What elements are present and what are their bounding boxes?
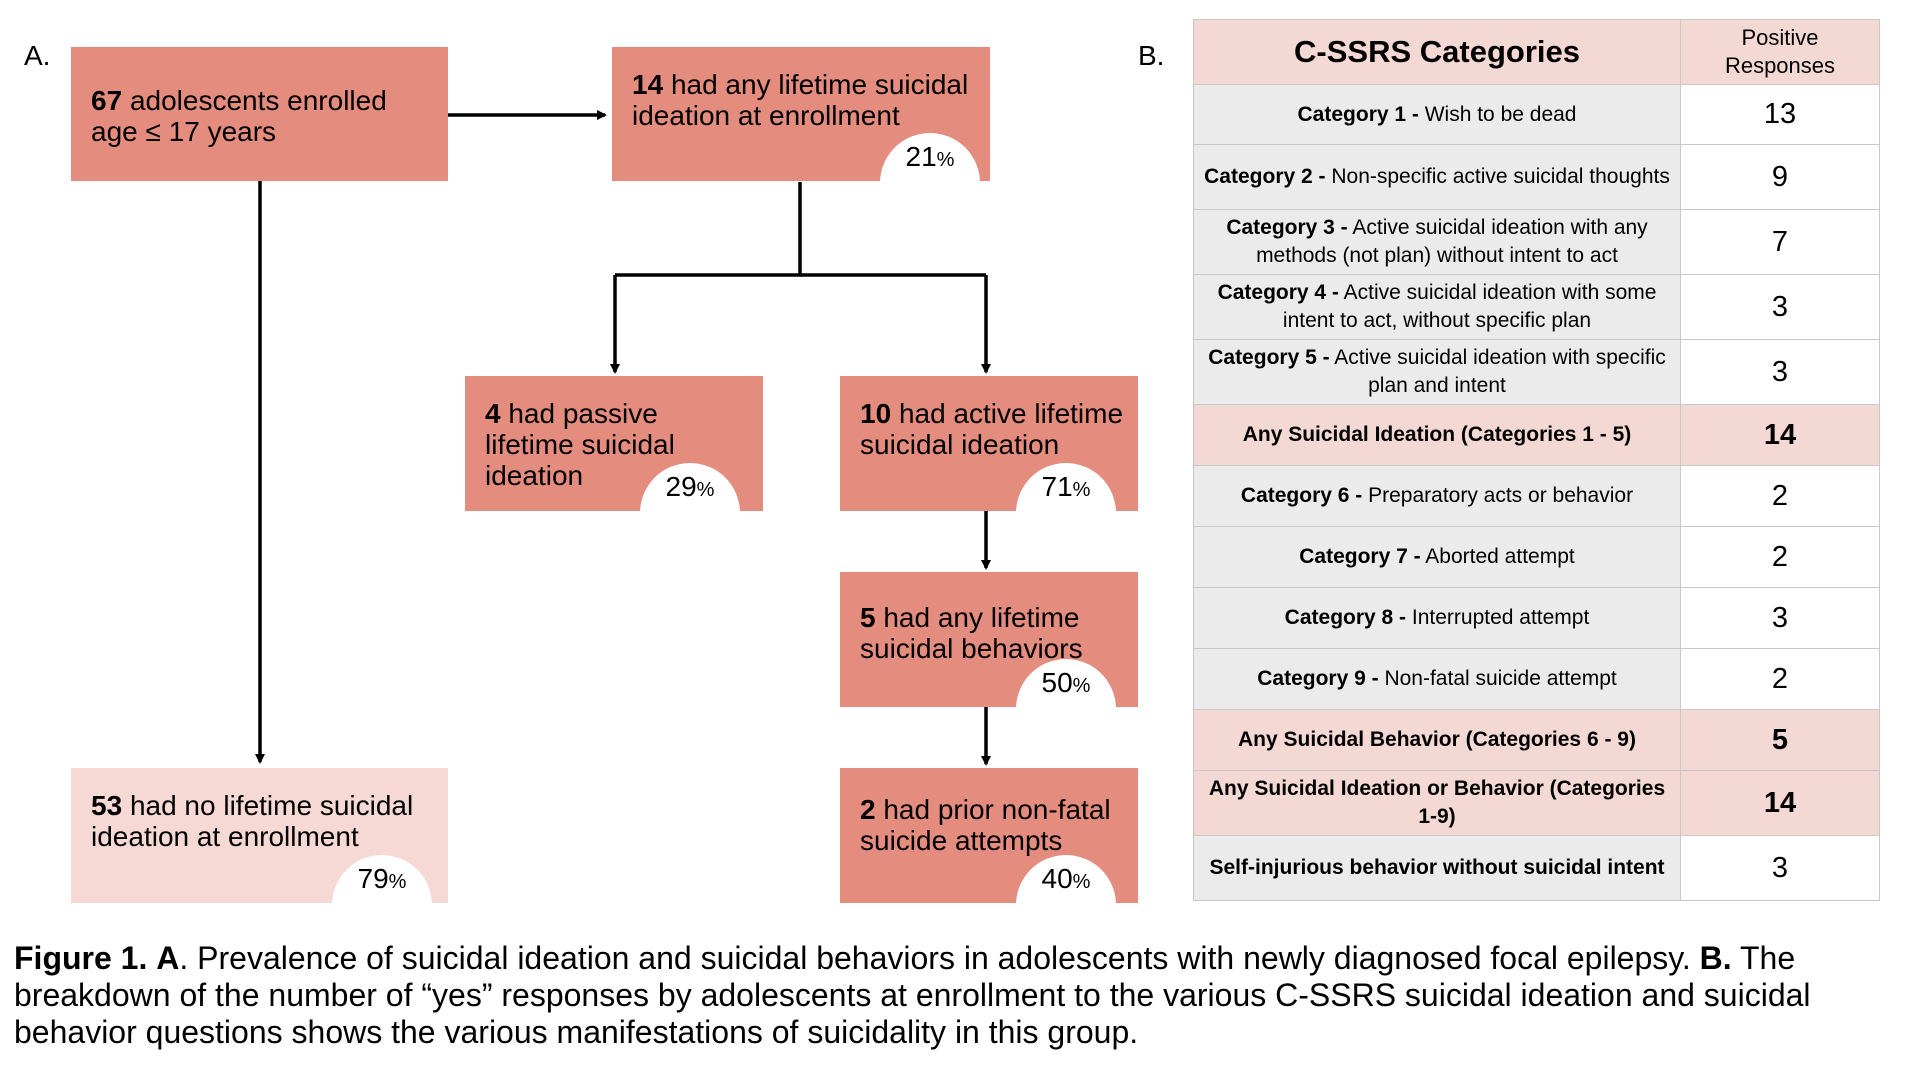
category-cell: Category 2 - Non-specific active suicida… <box>1193 144 1681 210</box>
response-count-cell: 3 <box>1680 587 1880 649</box>
table-row: Category 2 - Non-specific active suicida… <box>1193 144 1880 210</box>
table-header-row: C-SSRS Categories Positive Responses <box>1193 19 1880 85</box>
percent-badge: 50% <box>1016 659 1116 707</box>
response-count-cell: 2 <box>1680 465 1880 527</box>
box-enrolled: 67 adolescents enrolled age ≤ 17 years <box>71 47 448 181</box>
percent-badge: 21% <box>880 133 980 181</box>
table-row: Any Suicidal Ideation (Categories 1 - 5)… <box>1193 404 1880 466</box>
category-cell: Any Suicidal Behavior (Categories 6 - 9) <box>1193 709 1681 771</box>
table-row: Any Suicidal Behavior (Categories 6 - 9)… <box>1193 709 1880 771</box>
figure-caption: Figure 1. A. Prevalence of suicidal idea… <box>14 940 1894 1051</box>
response-count-cell: 14 <box>1680 404 1880 466</box>
category-cell: Category 8 - Interrupted attempt <box>1193 587 1681 649</box>
response-count-cell: 13 <box>1680 84 1880 145</box>
response-count-cell: 3 <box>1680 339 1880 405</box>
box-active-ideation: 10 had active lifetime suicidal ideation… <box>840 376 1138 511</box>
category-cell: Category 1 - Wish to be dead <box>1193 84 1681 145</box>
box-any-ideation: 14 had any lifetime suicidal ideation at… <box>612 47 990 181</box>
caption-b-label: B. <box>1699 940 1732 976</box>
percent-badge: 79% <box>332 855 432 903</box>
header-responses: Positive Responses <box>1680 19 1880 85</box>
table-row: Any Suicidal Ideation or Behavior (Categ… <box>1193 770 1880 836</box>
category-cell: Category 7 - Aborted attempt <box>1193 526 1681 588</box>
header-category: C-SSRS Categories <box>1193 19 1681 85</box>
caption-figure-label: Figure 1. <box>14 940 148 976</box>
response-count-cell: 7 <box>1680 209 1880 275</box>
percent-badge: 40% <box>1016 855 1116 903</box>
category-cell: Category 9 - Non-fatal suicide attempt <box>1193 648 1681 710</box>
category-cell: Category 3 - Active suicidal ideation wi… <box>1193 209 1681 275</box>
response-count-cell: 14 <box>1680 770 1880 836</box>
response-count-cell: 9 <box>1680 144 1880 210</box>
category-cell: Category 6 - Preparatory acts or behavio… <box>1193 465 1681 527</box>
response-count-cell: 3 <box>1680 274 1880 340</box>
percent-badge: 71% <box>1016 463 1116 511</box>
category-cell: Category 5 - Active suicidal ideation wi… <box>1193 339 1681 405</box>
response-count-cell: 2 <box>1680 526 1880 588</box>
table-row: Category 4 - Active suicidal ideation wi… <box>1193 274 1880 340</box>
box-suicidal-behaviors: 5 had any lifetime suicidal behaviors 50… <box>840 572 1138 707</box>
table-row: Category 5 - Active suicidal ideation wi… <box>1193 339 1880 405</box>
caption-a-label: A <box>156 940 180 976</box>
table-row: Category 6 - Preparatory acts or behavio… <box>1193 465 1880 527</box>
caption-b-text: The breakdown of the number of “yes” res… <box>14 940 1811 1050</box>
panel-a-label: A. <box>24 40 51 71</box>
cssrs-table: C-SSRS Categories Positive Responses Cat… <box>1193 19 1880 901</box>
table-row: Self-injurious behavior without suicidal… <box>1193 835 1880 901</box>
category-cell: Any Suicidal Ideation (Categories 1 - 5) <box>1193 404 1681 466</box>
box-no-ideation: 53 had no lifetime suicidal ideation at … <box>71 768 448 903</box>
caption-a-text: . Prevalence of suicidal ideation and su… <box>179 940 1691 976</box>
response-count-cell: 2 <box>1680 648 1880 710</box>
category-cell: Self-injurious behavior without suicidal… <box>1193 835 1681 901</box>
panel-b-label: B. <box>1138 40 1165 71</box>
response-count-cell: 5 <box>1680 709 1880 771</box>
category-cell: Category 4 - Active suicidal ideation wi… <box>1193 274 1681 340</box>
box-passive-ideation: 4 had passive lifetime suicidal ideation… <box>465 376 763 511</box>
arrow-ideation-split <box>615 182 802 277</box>
box-prior-attempts: 2 had prior non-fatal suicide attempts 4… <box>840 768 1138 903</box>
table-row: Category 3 - Active suicidal ideation wi… <box>1193 209 1880 275</box>
response-count-cell: 3 <box>1680 835 1880 901</box>
percent-badge: 29% <box>640 463 740 511</box>
category-cell: Any Suicidal Ideation or Behavior (Categ… <box>1193 770 1681 836</box>
